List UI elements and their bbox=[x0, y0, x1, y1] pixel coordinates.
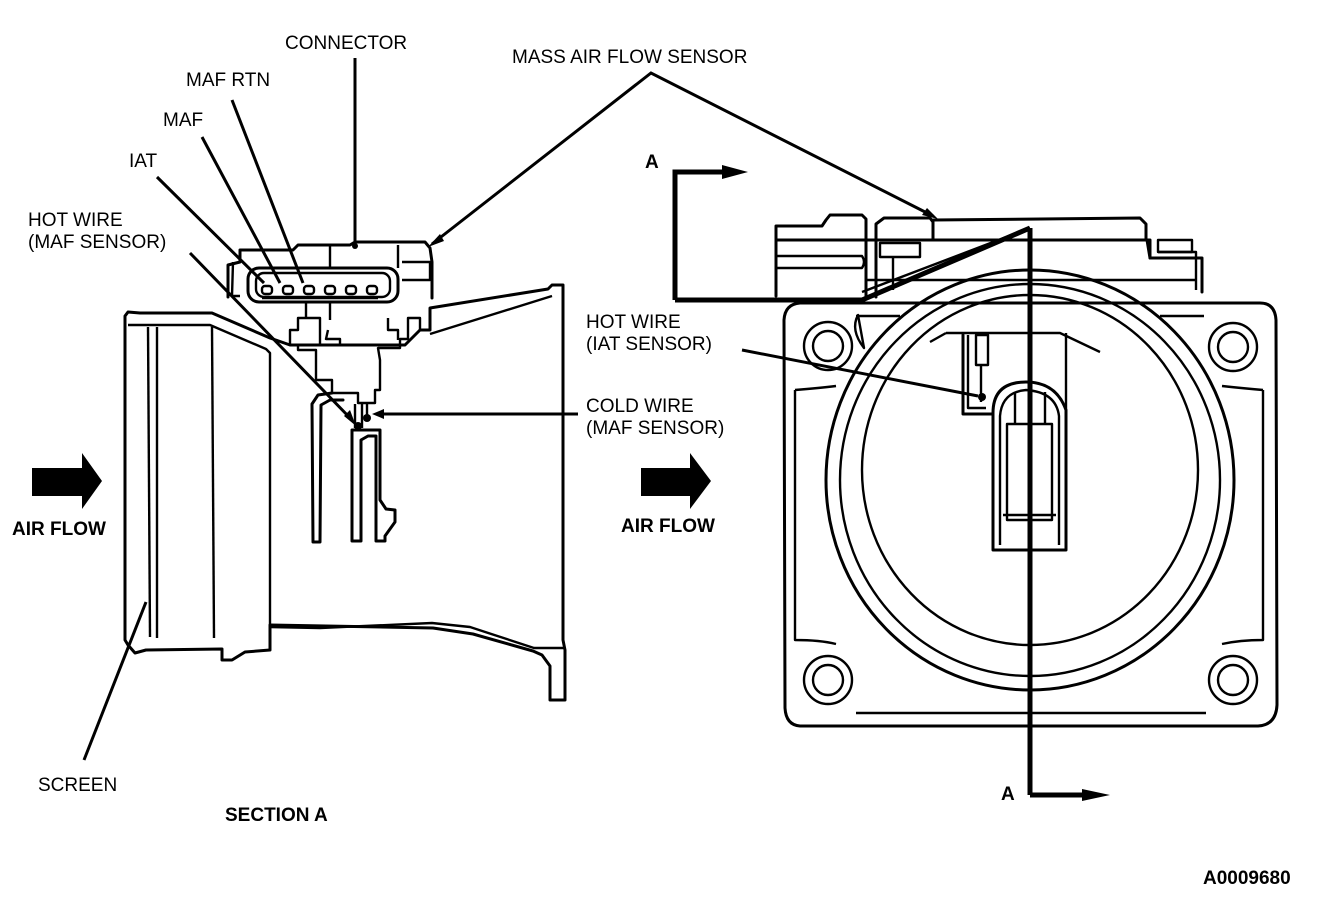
mounting-hole-bl bbox=[802, 654, 854, 706]
sensor-top-housing bbox=[774, 213, 1204, 300]
label-air-flow-right: AIR FLOW bbox=[621, 516, 715, 537]
maf-leader bbox=[200, 136, 282, 284]
iat-leader bbox=[155, 175, 266, 285]
label-cold-wire-2: (MAF SENSOR) bbox=[586, 418, 724, 439]
probe-assembly bbox=[929, 331, 1101, 552]
section-a-view bbox=[32, 58, 578, 761]
air-flow-arrow-left bbox=[32, 453, 102, 509]
label-air-flow-left: AIR FLOW bbox=[12, 519, 106, 540]
label-screen: SCREEN bbox=[38, 775, 117, 796]
hot-wire-iat-leader bbox=[741, 348, 979, 398]
center-probe bbox=[991, 380, 1068, 552]
mounting-hole-tl bbox=[802, 320, 854, 372]
label-hot-wire-maf-1: HOT WIRE bbox=[28, 210, 123, 231]
label-cold-wire-1: COLD WIRE bbox=[586, 396, 694, 417]
label-hot-wire-iat-1: HOT WIRE bbox=[586, 312, 681, 333]
hot-wire-iat-element bbox=[978, 393, 986, 401]
hot-wire-element bbox=[354, 422, 362, 430]
mass-air-flow-sensor-leader bbox=[431, 71, 934, 246]
mounting-hole-tr bbox=[1207, 321, 1259, 373]
section-a-title: SECTION A bbox=[225, 805, 328, 826]
label-mass-air-flow-sensor: MASS AIR FLOW SENSOR bbox=[512, 47, 747, 68]
section-arrow-bottom-icon bbox=[1082, 789, 1110, 801]
connector-pins bbox=[260, 284, 379, 300]
figure-id: A0009680 bbox=[1203, 868, 1291, 889]
maf-rtn-leader bbox=[230, 99, 305, 284]
label-hot-wire-iat-2: (IAT SENSOR) bbox=[586, 334, 712, 355]
cold-wire-element bbox=[363, 414, 371, 422]
mounting-hole-br bbox=[1207, 654, 1259, 706]
arrow-right-icon bbox=[32, 453, 102, 509]
label-connector: CONNECTOR bbox=[285, 33, 407, 54]
right-leaders bbox=[428, 71, 979, 398]
arrow-right-icon bbox=[641, 453, 711, 509]
label-iat: IAT bbox=[129, 151, 158, 172]
sensor-housing bbox=[288, 316, 422, 544]
section-arrow-top-icon bbox=[722, 165, 748, 179]
label-section-a-bottom: A bbox=[1001, 784, 1015, 805]
connector bbox=[226, 240, 434, 320]
air-flow-arrow-right bbox=[641, 453, 711, 509]
label-maf-rtn: MAF RTN bbox=[186, 70, 270, 91]
screen-leader bbox=[82, 601, 148, 761]
label-hot-wire-maf-2: (MAF SENSOR) bbox=[28, 232, 166, 253]
left-leaders bbox=[82, 58, 578, 761]
hot-wire-maf-leader bbox=[188, 251, 354, 422]
label-section-a-top: A bbox=[645, 152, 659, 173]
label-maf: MAF bbox=[163, 110, 203, 131]
section-line bbox=[672, 165, 1110, 801]
duct-body bbox=[123, 283, 567, 702]
front-view bbox=[428, 71, 1279, 801]
section-marker-top bbox=[672, 169, 725, 300]
